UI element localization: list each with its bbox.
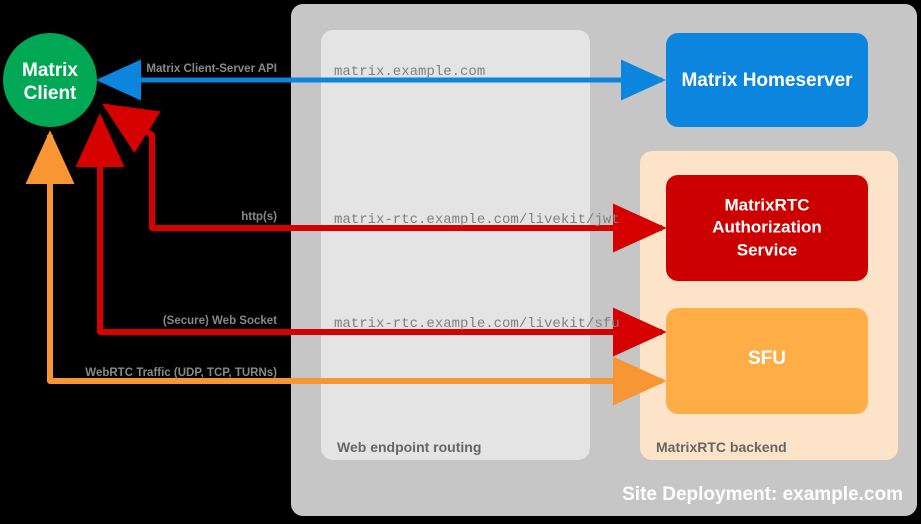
edge-label-matrix-client-server-api: Matrix Client-Server API xyxy=(146,63,277,75)
auth-service-label-line3: Service xyxy=(737,240,798,259)
node-matrix-client[interactable]: Matrix Client xyxy=(3,33,97,127)
node-matrix-homeserver[interactable]: Matrix Homeserver xyxy=(666,33,868,127)
auth-service-label-line2: Authorization xyxy=(712,217,822,236)
matrix-homeserver-shape xyxy=(666,33,868,127)
matrix-homeserver-label: Matrix Homeserver xyxy=(681,70,853,91)
group-web-endpoint-routing xyxy=(321,30,590,460)
edge-secure-web-socket xyxy=(75,113,667,357)
auth-service-label-line1: MatrixRTC xyxy=(724,195,809,214)
matrixrtc-authorization-service-shape xyxy=(666,175,868,281)
edge-label-http-s: http(s) xyxy=(241,211,277,223)
edge-label-secure-web-socket: (Secure) Web Socket xyxy=(163,315,277,327)
endpoint-matrix-example-com: matrix.example.com xyxy=(334,64,485,80)
sfu-label: SFU xyxy=(748,348,786,369)
endpoint-livekit-jwt: matrix-rtc.example.com/livekit/jwt xyxy=(334,212,620,228)
caption-matrixrtc-backend: MatrixRTC backend xyxy=(656,439,787,455)
sfu-shape xyxy=(666,308,868,414)
caption-web-endpoint-routing: Web endpoint routing xyxy=(337,439,481,455)
edge-webrtc-traffic xyxy=(25,130,667,406)
matrix-client-shape xyxy=(3,33,97,127)
matrix-client-label-line2: Client xyxy=(24,83,77,104)
endpoint-livekit-sfu: matrix-rtc.example.com/livekit/sfu xyxy=(334,316,620,332)
caption-site-deployment: Site Deployment: example.com xyxy=(622,484,903,505)
edge-http-s xyxy=(101,103,667,253)
matrix-client-label-line1: Matrix xyxy=(22,60,78,81)
node-matrixrtc-authorization-service[interactable]: MatrixRTC Authorization Service xyxy=(666,175,868,281)
edge-label-webrtc-traffic: WebRTC Traffic (UDP, TCP, TURNs) xyxy=(85,367,277,379)
node-sfu[interactable]: SFU xyxy=(666,308,868,414)
